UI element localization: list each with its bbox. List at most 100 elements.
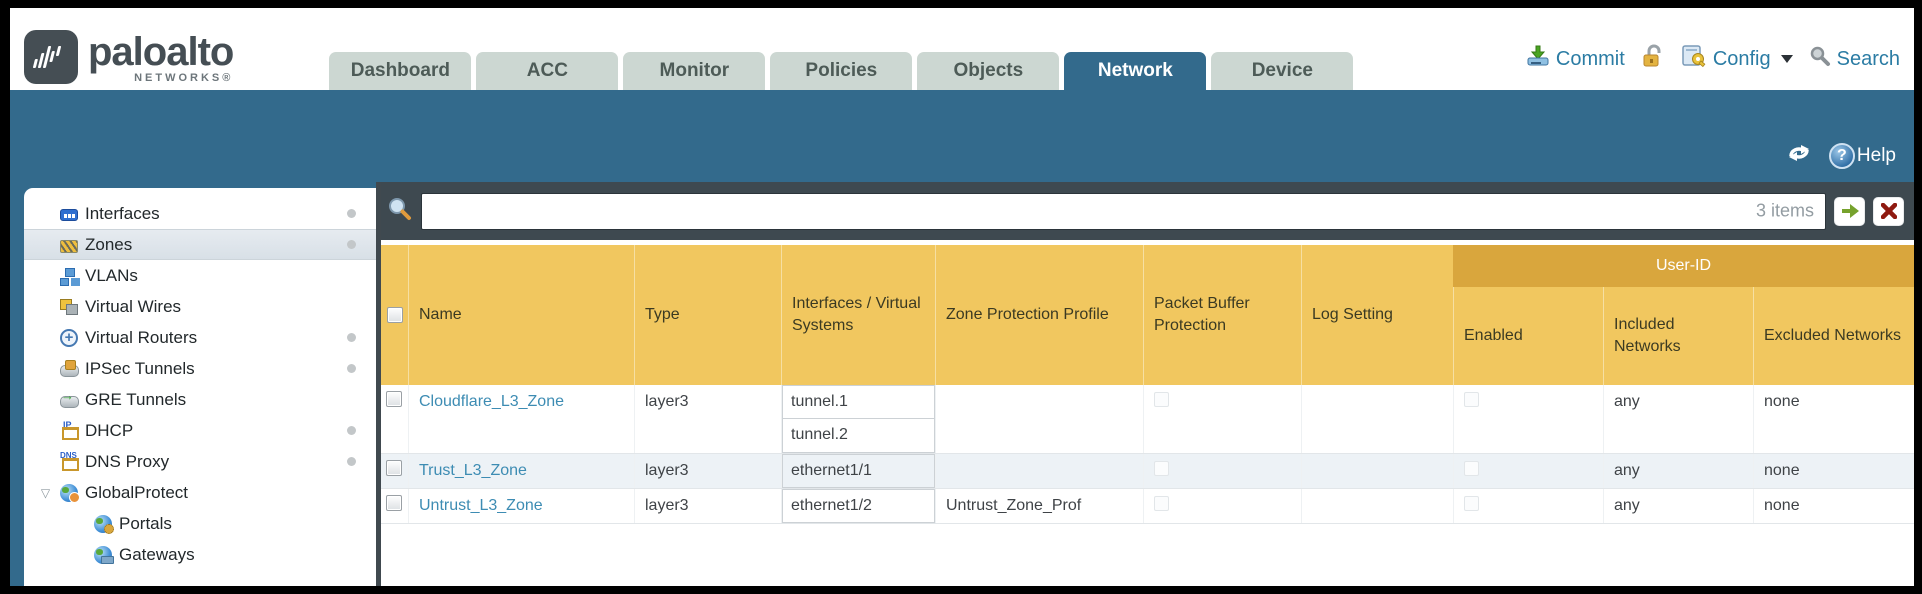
sidebar-item-label: Gateways [119, 544, 195, 564]
sidebar-item[interactable]: Portals [24, 508, 376, 539]
filter-bar: 3 items [381, 182, 1914, 240]
help-icon [1828, 142, 1855, 169]
excluded-networks-cell: none [1753, 454, 1914, 488]
zone-protection-profile-cell: Untrust_Zone_Prof [935, 489, 1143, 523]
user-id-enabled-checkbox[interactable] [1464, 392, 1479, 407]
packet-buffer-protection-checkbox[interactable] [1154, 496, 1169, 511]
sidebar-item[interactable]: Gateways [24, 539, 376, 570]
tab[interactable]: Network [1064, 52, 1207, 90]
commit-button[interactable]: Commit [1526, 45, 1625, 73]
lock-icon[interactable] [1641, 44, 1665, 74]
zones-icon [60, 239, 78, 253]
virtual-wires-icon [60, 298, 78, 316]
user-id-enabled-checkbox[interactable] [1464, 461, 1479, 476]
tab[interactable]: ACC [476, 52, 619, 90]
sidebar-item-label: GRE Tunnels [85, 389, 187, 409]
sidebar-item[interactable]: Interfaces [24, 198, 376, 229]
sidebar-item[interactable]: IPSec Tunnels [24, 353, 376, 384]
interfaces-icon [60, 209, 78, 221]
globalprotect-icon [60, 483, 80, 503]
row-checkbox[interactable] [386, 460, 402, 476]
table-row[interactable]: Cloudflare_L3_Zone layer3 tunnel.1 tunne… [381, 385, 1914, 454]
sidebar-item[interactable]: GRE Tunnels [24, 384, 376, 415]
zone-name-link[interactable]: Trust_L3_Zone [419, 462, 527, 479]
search-icon [1809, 45, 1831, 73]
search-label: Search [1836, 47, 1900, 70]
packet-buffer-protection-checkbox[interactable] [1154, 461, 1169, 476]
tab[interactable]: Dashboard [329, 52, 472, 90]
interface-entry: ethernet1/1 [782, 454, 935, 488]
zone-type-cell: layer3 [634, 385, 781, 453]
sidebar-item-label: Interfaces [85, 203, 160, 223]
clear-filter-button[interactable] [1873, 196, 1904, 226]
excluded-networks-cell: none [1753, 489, 1914, 523]
refresh-icon[interactable] [1785, 141, 1813, 170]
expander-icon[interactable] [38, 486, 53, 500]
column-header-name[interactable]: Name [408, 245, 634, 385]
user-id-enabled-checkbox[interactable] [1464, 496, 1479, 511]
sidebar-item[interactable]: Virtual Routers [24, 322, 376, 353]
portals-icon [94, 514, 114, 534]
commit-label: Commit [1555, 47, 1625, 70]
column-header-included-networks[interactable]: Included Networks [1603, 287, 1753, 385]
interface-entry: tunnel.2 [782, 419, 935, 453]
gateways-icon [94, 545, 114, 564]
table-row[interactable]: Untrust_L3_Zone layer3 ethernet1/2 Untru… [381, 489, 1914, 524]
sidebar-item[interactable]: DNS Proxy [24, 446, 376, 477]
row-checkbox[interactable] [386, 495, 402, 511]
help-button[interactable]: Help [1828, 142, 1896, 169]
sidebar-item[interactable]: Virtual Wires [24, 291, 376, 322]
column-header-interfaces[interactable]: Interfaces / Virtual Systems [781, 245, 935, 385]
brand-name: paloalto [88, 30, 234, 74]
sidebar-item[interactable]: VLANs [24, 260, 376, 291]
close-icon [1880, 203, 1897, 219]
included-networks-cell: any [1603, 385, 1753, 453]
zone-name-link[interactable]: Cloudflare_L3_Zone [419, 393, 564, 410]
dns-proxy-icon [60, 451, 79, 471]
column-header-zone-protection-profile[interactable]: Zone Protection Profile [935, 245, 1143, 385]
zone-name-link[interactable]: Untrust_L3_Zone [419, 497, 543, 514]
column-header-packet-buffer-protection[interactable]: Packet Buffer Protection [1143, 245, 1301, 385]
zone-type-cell: layer3 [634, 489, 781, 523]
config-menu[interactable]: Config [1681, 44, 1793, 74]
column-header-enabled[interactable]: Enabled [1453, 287, 1603, 385]
interfaces-cell: ethernet1/1 [781, 454, 935, 488]
tab[interactable]: Objects [917, 52, 1060, 90]
log-setting-cell [1301, 489, 1453, 523]
tab[interactable]: Device [1211, 52, 1354, 90]
gre-tunnels-icon [60, 388, 79, 409]
table-row[interactable]: Trust_L3_Zone layer3 ethernet1/1 [381, 454, 1914, 489]
status-dot [347, 240, 356, 249]
sidebar-item-label: Portals [119, 513, 172, 533]
filter-input[interactable] [421, 192, 1826, 230]
search-button[interactable]: Search [1809, 45, 1900, 73]
apply-filter-button[interactable] [1834, 196, 1865, 226]
tab[interactable]: Policies [770, 52, 913, 90]
column-header-excluded-networks[interactable]: Excluded Networks [1753, 287, 1914, 385]
select-all-checkbox[interactable] [386, 307, 403, 323]
band-tools: Help [1785, 141, 1896, 170]
tab[interactable]: Monitor [623, 52, 766, 90]
brand-text: paloalto NETWORKS® [88, 30, 234, 84]
sidebar-gutter: Interfaces Zones VLANs [10, 182, 381, 586]
config-label: Config [1712, 47, 1771, 70]
status-dot [347, 457, 356, 466]
select-all-cell [381, 245, 408, 385]
sidebar-item[interactable]: GlobalProtect [24, 477, 376, 508]
sidebar-item-label: Virtual Routers [85, 327, 198, 347]
packet-buffer-protection-checkbox[interactable] [1154, 392, 1169, 407]
filter-search-icon [387, 196, 413, 227]
sidebar-item[interactable]: Zones [24, 229, 376, 260]
network-sidebar: Interfaces Zones VLANs [24, 188, 376, 586]
filter-box: 3 items [421, 192, 1826, 230]
status-dot [347, 364, 356, 373]
commit-icon [1526, 45, 1550, 73]
sidebar-item-label: GlobalProtect [85, 482, 188, 502]
app-window: paloalto NETWORKS® Dashboard ACC Monitor… [10, 8, 1914, 586]
column-header-type[interactable]: Type [634, 245, 781, 385]
row-checkbox[interactable] [386, 391, 402, 407]
interfaces-cell: ethernet1/2 [781, 489, 935, 523]
interface-entry: ethernet1/2 [782, 489, 935, 523]
sidebar-item[interactable]: DHCP [24, 415, 376, 446]
column-header-log-setting[interactable]: Log Setting [1301, 245, 1453, 385]
